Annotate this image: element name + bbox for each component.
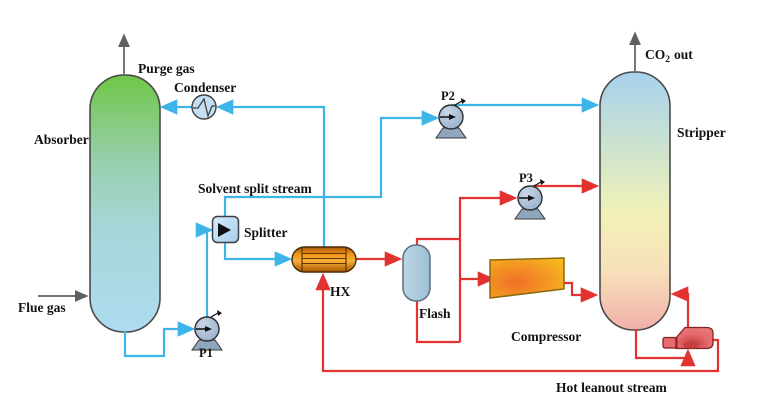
label-hx: HX (330, 284, 351, 299)
label-hot-leanout-stream: Hot leanout stream (556, 380, 667, 395)
compressor-icon (489, 257, 565, 299)
label-flue-gas: Flue gas (18, 300, 66, 315)
co2-formula-subscript: 2 (665, 55, 670, 65)
reboiler-icon (662, 326, 714, 350)
stream-to-p3 (458, 190, 518, 342)
co2-out-suffix: out (674, 47, 693, 62)
label-co2-out: CO2 out (645, 47, 693, 65)
label-absorber: Absorber (34, 132, 89, 147)
flash-drum-icon (402, 244, 431, 302)
stream-flash-top (415, 237, 460, 245)
stream-compressor-to-stripper (564, 281, 599, 303)
stream-p1-to-splitter (195, 222, 214, 317)
cold-solvent-streams (123, 97, 600, 358)
label-purge-gas: Purge gas (138, 61, 195, 76)
label-condenser: Condenser (174, 80, 236, 95)
label-splitter: Splitter (244, 225, 288, 240)
absorber-column-icon (89, 74, 161, 333)
stream-hot-leanout-to-hx (315, 272, 720, 373)
label-flash: Flash (419, 306, 451, 321)
stream-splitter-to-hx (223, 243, 293, 267)
heat-exchanger-icon (291, 246, 357, 273)
label-compressor: Compressor (511, 329, 581, 344)
stream-reboiler-vapor-to-stripper (670, 286, 690, 327)
stripper-column-icon (599, 71, 671, 331)
label-p2: P2 (441, 89, 455, 103)
co2-formula-base: CO (645, 47, 665, 62)
stream-solvent-split-to-p2 (223, 110, 440, 216)
splitter-icon (211, 215, 240, 244)
label-stripper: Stripper (677, 125, 726, 140)
stream-stripper-bottoms-to-reboiler (634, 329, 696, 367)
condenser-icon (191, 94, 217, 120)
splitter-triangle (218, 223, 231, 237)
gas-arrows (38, 31, 641, 302)
stream-flash-bottom (415, 301, 460, 344)
label-p3: P3 (519, 171, 533, 185)
stream-hx-to-condenser (215, 99, 326, 247)
label-p1: P1 (199, 346, 213, 360)
stream-absorber-to-p1 (123, 321, 196, 358)
label-solvent-split-stream: Solvent split stream (198, 181, 313, 196)
hot-streams (315, 178, 720, 373)
